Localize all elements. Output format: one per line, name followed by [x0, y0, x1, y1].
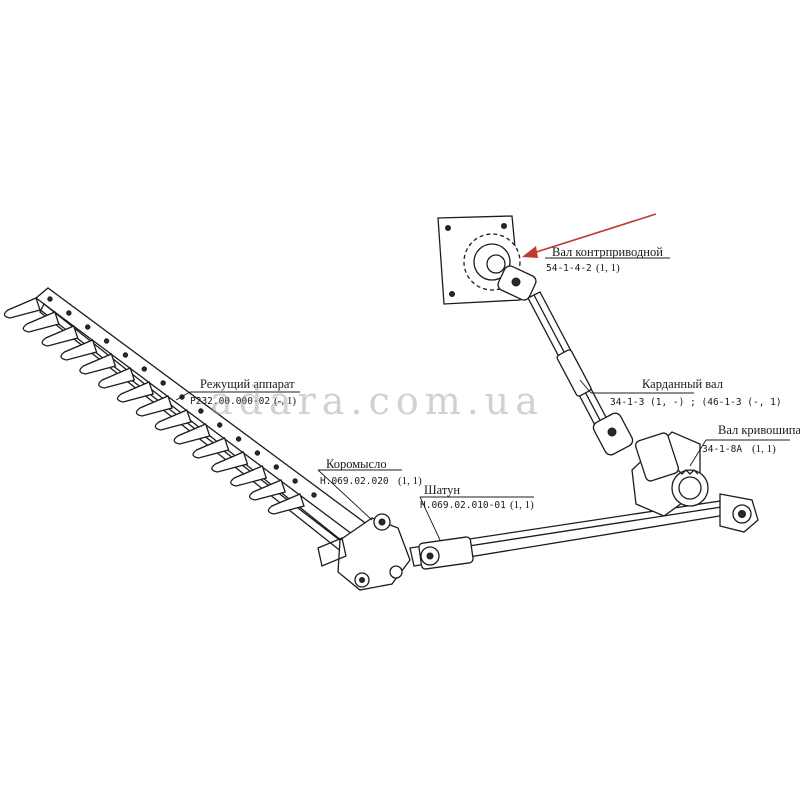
rivet-hole — [254, 450, 261, 456]
guard-finger — [79, 353, 117, 375]
cutter-bar-name: Режущий аппарат — [200, 377, 295, 391]
connecting-rod-code: Н.069.02.010-01 — [420, 500, 506, 511]
guard-finger — [3, 297, 41, 319]
rocker-name: Коромысло — [326, 457, 387, 471]
guard-finger — [22, 311, 60, 333]
label-cutter-bar: Режущий аппарат Р232.00.000-02 (-, 1) — [190, 377, 296, 407]
counter-shaft — [437, 215, 537, 305]
cardan-shaft-name: Карданный вал — [642, 377, 723, 391]
guard-finger — [41, 325, 79, 347]
crank-shaft-name: Вал кривошипа — [718, 423, 800, 437]
rivet-hole — [160, 380, 166, 386]
guard-finger — [154, 409, 192, 431]
guard-finger — [173, 423, 211, 445]
rivet-hole — [217, 422, 223, 428]
cutter-bar-code: Р232.00.000-02 — [190, 396, 270, 407]
rivet-hole — [47, 296, 53, 302]
rivet-hole — [103, 338, 110, 344]
rocker-qty: (1, 1) — [398, 475, 422, 487]
cutter-bar — [3, 287, 373, 562]
label-counter-shaft: Вал контрприводной 54-1-4-2 (1, 1) — [546, 245, 663, 274]
rivet-hole — [122, 352, 129, 358]
rivet-hole — [66, 310, 72, 316]
guard-finger — [211, 451, 249, 473]
connecting-rod-qty: (1, 1) — [510, 499, 534, 511]
rivet-hole — [273, 464, 279, 470]
guard-finger — [192, 437, 230, 459]
rivet-hole — [292, 478, 298, 484]
guard-finger — [116, 381, 154, 403]
label-rocker: Коромысло Н.069.02.020 (1, 1) — [320, 457, 422, 487]
guard-finger — [230, 465, 268, 487]
cardan-shaft — [527, 291, 634, 456]
connecting-rod-name: Шатун — [424, 483, 460, 497]
rocker-code: Н.069.02.020 — [320, 476, 389, 487]
rivet-hole — [198, 408, 204, 414]
label-crank-shaft: Вал кривошипа 34-1-8А (1, 1) — [702, 423, 800, 455]
label-cardan-shaft: Карданный вал 34-1-3 (1, -) ; (46-1-3 (-… — [610, 377, 782, 408]
label-connecting-rod: Шатун Н.069.02.010-01 (1, 1) — [420, 483, 534, 511]
crank-shaft-qty: (1, 1) — [752, 443, 776, 455]
pointer-arrow — [522, 213, 657, 258]
cardan-shaft-code: 34-1-3 (1, -) ; (46-1-3 (-, 1) — [610, 397, 782, 408]
rocker-assembly — [317, 513, 411, 591]
leader-lines — [175, 257, 790, 541]
watermark: adara.com.ua — [210, 379, 544, 423]
rivet-hole — [235, 436, 242, 442]
rivet-hole — [85, 324, 91, 330]
guard-finger — [60, 339, 98, 361]
guard-finger — [135, 395, 173, 417]
counter-shaft-name: Вал контрприводной — [552, 245, 663, 259]
crank-assembly — [631, 431, 759, 533]
rivet-hole — [311, 492, 317, 498]
counter-shaft-code: 54-1-4-2 — [546, 263, 592, 274]
crank-shaft-code: 34-1-8А — [702, 444, 742, 455]
guard-finger — [248, 479, 286, 501]
counter-shaft-qty: (1, 1) — [596, 262, 620, 274]
rivet-hole — [141, 366, 147, 372]
guard-finger — [98, 367, 136, 389]
guard-finger — [267, 493, 305, 515]
cutter-bar-qty: (-, 1) — [274, 395, 296, 407]
